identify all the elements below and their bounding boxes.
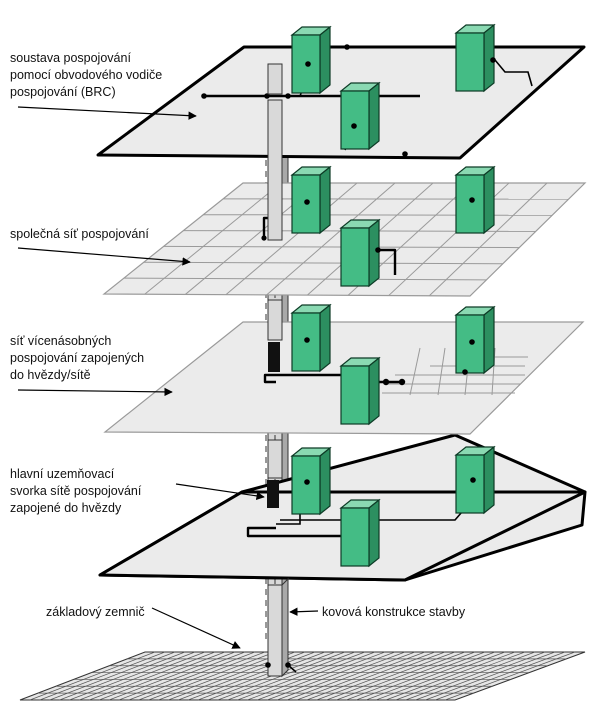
label-metal-structure: kovová konstrukce stavby [322, 605, 466, 619]
label-brc-2: pomocí obvodového vodiče [10, 68, 162, 82]
ground-electrode-mesh [19, 651, 586, 701]
level-common-mesh [102, 166, 587, 297]
labels: soustava pospojování pomocí obvodového v… [10, 51, 466, 619]
label-brc-1: soustava pospojování [10, 51, 131, 65]
main-earthing-terminal [267, 480, 279, 508]
label-brc-3: pospojování (BRC) [10, 85, 116, 99]
label-multi-2: pospojování zapojených [10, 351, 144, 365]
callout-arrows [17, 106, 319, 649]
label-common-mesh: společná síť pospojování [10, 227, 149, 241]
level-star-bonding [98, 433, 587, 582]
level-brc [96, 24, 586, 160]
label-ground-electrode: základový zemnič [46, 605, 145, 619]
level-multi-star-mesh [103, 304, 585, 435]
label-star-2: svorka sítě pospojování [10, 484, 142, 498]
label-star-3: zapojené do hvězdy [10, 501, 122, 515]
label-star-1: hlavní uzemňovací [10, 467, 115, 481]
label-multi-3: do hvězdy/sítě [10, 368, 91, 382]
label-multi-1: síť vícenásobných [10, 334, 111, 348]
metal-structure-column-front [267, 63, 289, 678]
